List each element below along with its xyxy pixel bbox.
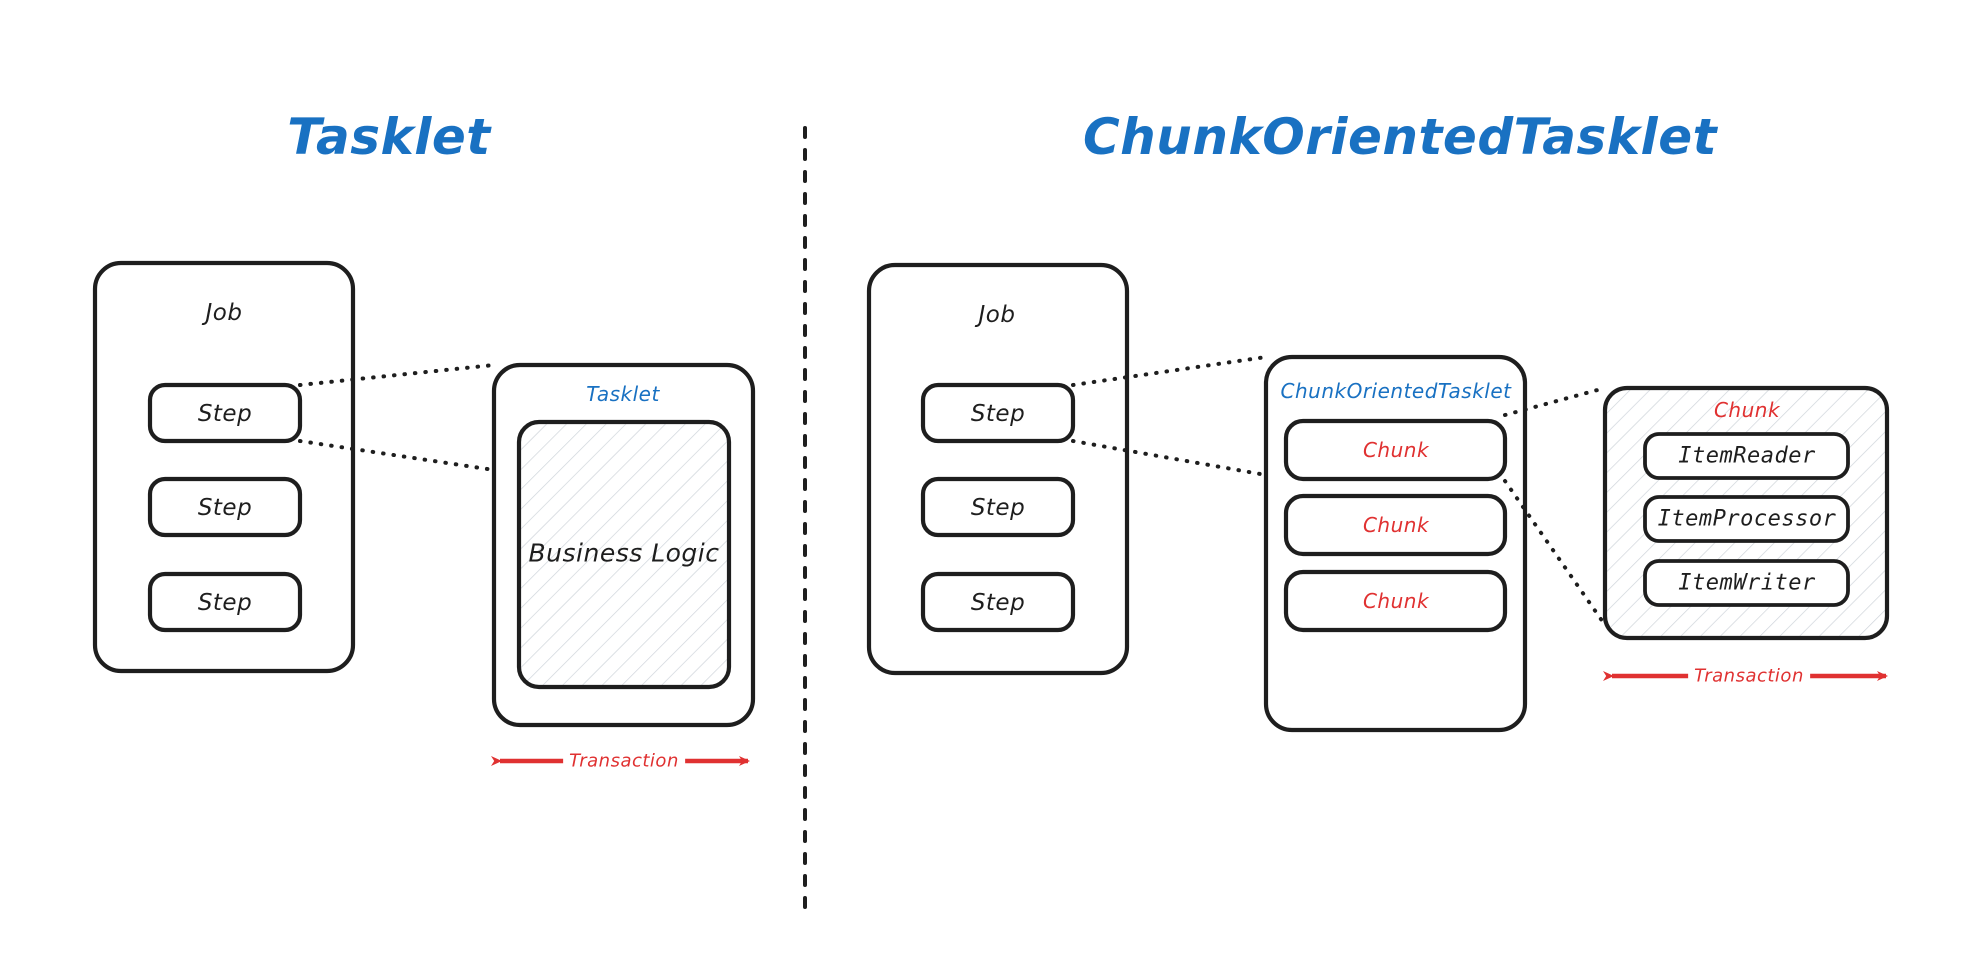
step-box [147, 382, 303, 444]
job-box-right [866, 262, 1130, 676]
connector-line [298, 439, 496, 472]
step-box [147, 571, 303, 633]
item-writer-label[interactable]: ItemWriter [1678, 570, 1816, 596]
job-title-left: Job [205, 300, 243, 326]
chunk-label[interactable]: Chunk [1362, 589, 1430, 613]
item-processor-box [1643, 495, 1850, 543]
step-label[interactable]: Step [970, 495, 1026, 521]
step-box [920, 571, 1076, 633]
connector-line [1503, 386, 1607, 417]
business-logic-label: Business Logic [528, 538, 720, 568]
tasklet-detail-title: Tasklet [586, 382, 660, 406]
transaction-label-right: Transaction [1688, 665, 1810, 687]
item-writer-box [1643, 559, 1850, 607]
panel-title-chunk-oriented-tasklet: ChunkOrientedTasklet [1082, 108, 1718, 166]
step-label[interactable]: Step [197, 401, 253, 427]
step-label[interactable]: Step [970, 401, 1026, 427]
step-box [920, 382, 1076, 444]
transaction-label-left: Transaction [563, 750, 685, 772]
item-reader-box [1643, 432, 1850, 480]
chunk-box [1283, 418, 1508, 482]
chunk-box [1283, 493, 1508, 557]
chunk-oriented-tasklet-title: ChunkOrientedTasklet [1280, 379, 1512, 403]
connector-line [1503, 479, 1607, 627]
connector-line [1071, 439, 1268, 477]
step-box [147, 476, 303, 538]
step-box [920, 476, 1076, 538]
connector-line [1071, 355, 1268, 387]
business-logic-box [516, 419, 732, 690]
step-label[interactable]: Step [197, 495, 253, 521]
chunk-label[interactable]: Chunk [1362, 513, 1430, 537]
step-label[interactable]: Step [970, 590, 1026, 616]
panel-title-tasklet: Tasklet [287, 108, 491, 166]
item-processor-label[interactable]: ItemProcessor [1657, 506, 1837, 532]
chunk-box [1283, 569, 1508, 633]
item-reader-label[interactable]: ItemReader [1678, 443, 1816, 469]
job-title-right: Job [978, 302, 1016, 328]
chunk-detail-title: Chunk [1713, 398, 1781, 422]
chunk-label[interactable]: Chunk [1362, 438, 1430, 462]
job-box-left [92, 260, 356, 674]
step-label[interactable]: Step [197, 590, 253, 616]
connector-line [298, 363, 496, 387]
